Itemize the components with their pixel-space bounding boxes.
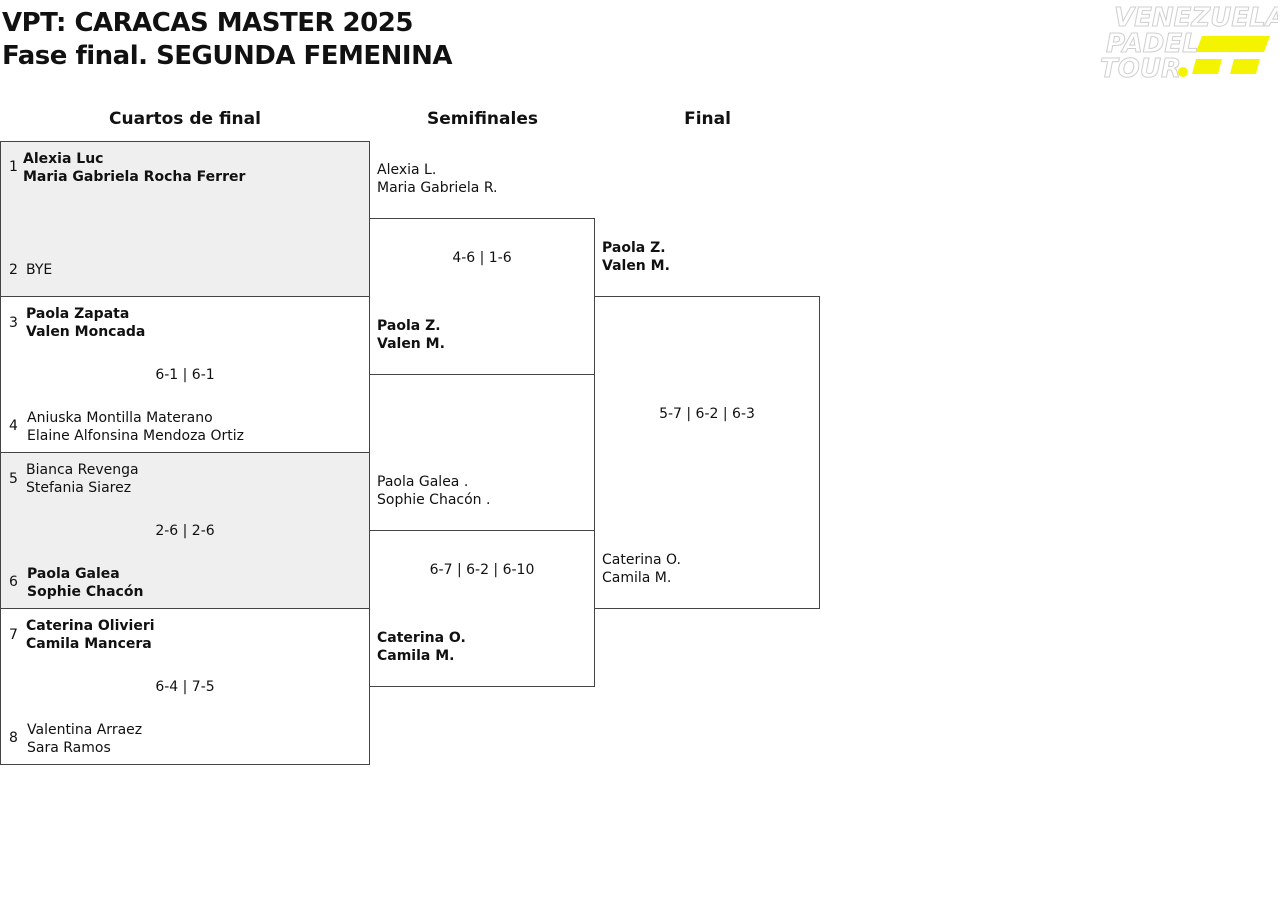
semifinal-match-2: 6-7 | 6-2 | 6-10 Caterina O. Camila M. — [369, 530, 595, 687]
team-top: Caterina Olivieri Camila Mancera — [26, 617, 155, 653]
seed-number: 5 — [9, 471, 18, 487]
player-name: Valentina Arraez — [27, 722, 143, 738]
team-top: Alexia Luc Maria Gabriela Rocha Ferrer — [23, 150, 245, 186]
team-bottom: Aniuska Montilla Materano Elaine Alfonsi… — [27, 409, 244, 445]
round-heading-semifinals: Semifinales — [427, 109, 538, 129]
svg-text:TOUR: TOUR — [1100, 54, 1181, 82]
player-name: Valen M. — [377, 336, 445, 352]
semifinal-match-1: 4-6 | 1-6 Paola Z. Valen M. — [369, 218, 595, 375]
player-name: Paola Zapata — [26, 306, 130, 322]
player-name: Sophie Chacón — [27, 584, 144, 600]
team-top: Bianca Revenga Stefania Siarez — [26, 461, 139, 497]
quarterfinal-match-3: 5 Bianca Revenga Stefania Siarez 2-6 | 2… — [0, 452, 370, 609]
match-score: 4-6 | 1-6 — [452, 250, 512, 266]
seed-number: 4 — [9, 418, 18, 434]
seed-number: 6 — [9, 574, 18, 590]
team-bottom: Valentina Arraez Sara Ramos — [27, 721, 142, 757]
player-name: Maria Gabriela Rocha Ferrer — [23, 169, 246, 185]
player-name: Camila M. — [377, 648, 455, 664]
player-name: Elaine Alfonsina Mendoza Ortiz — [27, 428, 244, 444]
seed-number: 1 — [9, 159, 18, 175]
quarterfinal-match-1: 1 Alexia Luc Maria Gabriela Rocha Ferrer… — [0, 141, 370, 297]
player-name: Caterina Olivieri — [26, 618, 155, 634]
semifinal-2-team-top: Paola Galea . Sophie Chacón . — [377, 473, 490, 509]
player-name: Paola Galea — [27, 566, 120, 582]
player-name: BYE — [26, 262, 53, 278]
seed-number: 2 — [9, 262, 18, 278]
semifinal-2-team-bottom: Caterina O. Camila M. — [377, 629, 466, 665]
seed-number: 8 — [9, 730, 18, 746]
player-name: Stefania Siarez — [26, 480, 132, 496]
player-name: Valen M. — [602, 258, 670, 274]
round-heading-quarterfinals: Cuartos de final — [109, 109, 261, 129]
match-score: 2-6 | 2-6 — [155, 523, 215, 539]
seed-number: 3 — [9, 315, 18, 331]
player-name: Alexia L. — [377, 162, 437, 178]
player-name: Caterina O. — [377, 630, 466, 646]
page-subtitle: Fase final. SEGUNDA FEMENINA — [2, 41, 453, 71]
player-name: Camila M. — [602, 570, 672, 586]
match-score: 5-7 | 6-2 | 6-3 — [659, 406, 755, 422]
final-match: 5-7 | 6-2 | 6-3 Caterina O. Camila M. — [594, 296, 820, 609]
player-name: Aniuska Montilla Materano — [27, 410, 213, 426]
player-name: Bianca Revenga — [26, 462, 139, 478]
player-name: Sara Ramos — [27, 740, 111, 756]
player-name: Maria Gabriela R. — [377, 180, 498, 196]
team-bottom: Paola Galea Sophie Chacón — [27, 565, 143, 601]
semifinal-1-team-top: Alexia L. Maria Gabriela R. — [377, 161, 498, 197]
final-team-top: Paola Z. Valen M. — [602, 239, 670, 275]
quarterfinal-match-4: 7 Caterina Olivieri Camila Mancera 6-4 |… — [0, 608, 370, 765]
team-bottom: BYE — [26, 261, 52, 279]
player-name: Paola Z. — [377, 318, 441, 334]
quarterfinal-match-2: 3 Paola Zapata Valen Moncada 6-1 | 6-1 4… — [0, 296, 370, 453]
svg-text:PADEL: PADEL — [1106, 29, 1199, 59]
player-name: Caterina O. — [602, 552, 681, 568]
seed-number: 7 — [9, 627, 18, 643]
match-score: 6-7 | 6-2 | 6-10 — [429, 562, 535, 578]
semifinal-1-team-bottom: Paola Z. Valen M. — [377, 317, 445, 353]
match-score: 6-1 | 6-1 — [155, 367, 215, 383]
player-name: Valen Moncada — [26, 324, 146, 340]
player-name: Paola Z. — [602, 240, 666, 256]
final-team-bottom: Caterina O. Camila M. — [602, 551, 681, 587]
page-title: VPT: CARACAS MASTER 2025 — [2, 8, 413, 38]
player-name: Paola Galea . — [377, 474, 469, 490]
team-top: Paola Zapata Valen Moncada — [26, 305, 145, 341]
match-score: 6-4 | 7-5 — [155, 679, 215, 695]
player-name: Sophie Chacón . — [377, 492, 491, 508]
player-name: Camila Mancera — [26, 636, 152, 652]
player-name: Alexia Luc — [23, 151, 104, 167]
venezuela-padel-tour-logo: VENEZUELA PADEL TOUR — [1100, 3, 1278, 83]
round-heading-final: Final — [684, 109, 731, 129]
svg-text:VENEZUELA: VENEZUELA — [1114, 3, 1278, 33]
